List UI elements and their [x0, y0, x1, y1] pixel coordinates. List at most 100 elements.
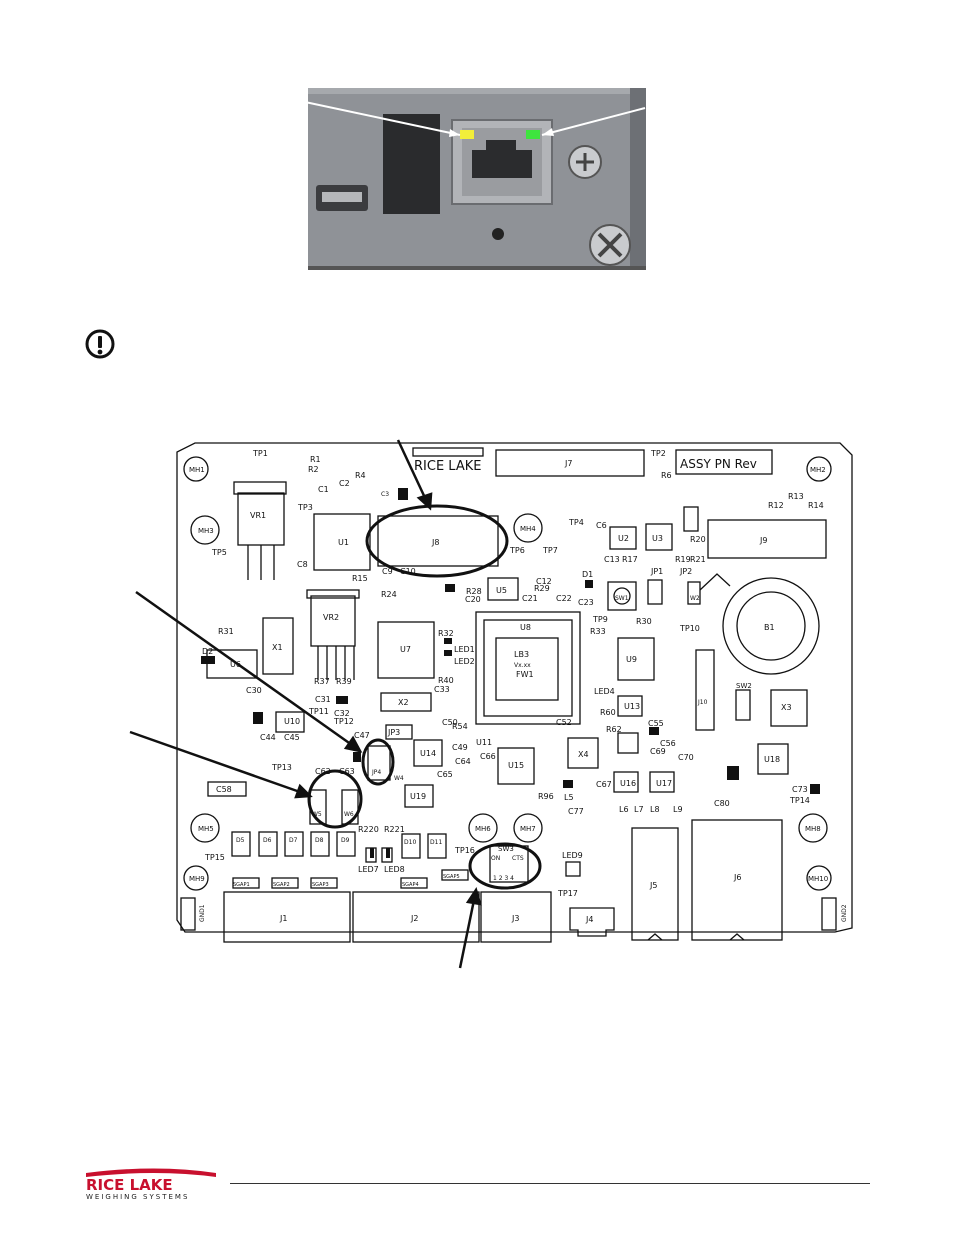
label-tp6: TP6: [509, 546, 525, 555]
label-u9: U9: [626, 655, 637, 664]
label-d2: D2: [202, 647, 213, 656]
label-j1: J1: [279, 914, 287, 923]
led-yellow-indicator: [460, 130, 474, 139]
label-w6: W6: [344, 811, 354, 818]
label-r33: R33: [590, 627, 606, 636]
label-jp4: JP4: [371, 769, 381, 776]
label-sw1: SW1: [615, 595, 629, 602]
label-j4: J4: [585, 915, 593, 924]
label-led7: LED7: [358, 865, 379, 874]
label-sw3: SW3: [498, 845, 514, 853]
label-tp5: TP5: [211, 548, 227, 557]
label-tp1: TP1: [252, 449, 268, 458]
label-r29: R29: [534, 584, 550, 593]
label-c20: C20: [465, 595, 481, 604]
board-outline: [176, 442, 853, 933]
label-c33: C33: [434, 685, 450, 694]
label-u16: U16: [620, 779, 636, 788]
label-jp1: JP1: [650, 567, 663, 576]
label-lb3-ver: Vx.xx: [514, 662, 531, 669]
label-r4: R4: [355, 471, 366, 480]
label-j6: J6: [733, 873, 741, 882]
reset-hole: [492, 228, 504, 240]
label-r37: R37: [314, 677, 330, 686]
label-mh9: MH9: [189, 875, 205, 883]
label-mh7: MH7: [520, 825, 536, 833]
label-c21: C21: [522, 594, 538, 603]
label-c9: C9: [382, 567, 393, 576]
label-jp2: JP2: [679, 567, 692, 576]
label-d9: D9: [341, 837, 350, 844]
label-led9: LED9: [562, 851, 583, 860]
label-mh2: MH2: [810, 466, 826, 474]
label-r32: R32: [438, 629, 454, 638]
label-r221: R221: [384, 825, 405, 834]
label-lb3-fw: FW1: [516, 670, 534, 679]
label-tp10: TP10: [679, 624, 700, 633]
label-mh5: MH5: [198, 825, 214, 833]
label-tp9: TP9: [592, 615, 608, 624]
label-r6: R6: [661, 471, 672, 480]
label-sw2: SW2: [736, 682, 752, 690]
label-w2: W2: [690, 595, 700, 602]
label-c23: C23: [578, 598, 594, 607]
label-d1: D1: [582, 570, 593, 579]
label-mh3: MH3: [198, 527, 214, 535]
label-r20: R20: [690, 535, 706, 544]
label-l8: L8: [650, 805, 660, 814]
label-u7: U7: [400, 645, 411, 654]
ethernet-port-photo: [304, 88, 646, 270]
label-r17: R17: [622, 555, 638, 564]
label-d7: D7: [289, 837, 298, 844]
label-c67: C67: [596, 780, 612, 789]
rice-lake-logo: RICE LAKE WEIGHING SYSTEMS: [86, 1168, 216, 1201]
label-u17: U17: [656, 779, 672, 788]
label-l6: L6: [619, 805, 629, 814]
label-u19: U19: [410, 792, 426, 801]
led-green-indicator: [526, 130, 540, 139]
label-c44: C44: [260, 733, 276, 742]
label-vr2: VR2: [323, 613, 339, 622]
label-l9: L9: [673, 805, 683, 814]
label-d5: D5: [236, 837, 245, 844]
label-c6: C6: [596, 521, 607, 530]
label-sgap2: SGAP2: [273, 882, 290, 888]
label-j7: J7: [564, 459, 572, 468]
label-sw3-cts: CTS: [512, 855, 524, 862]
label-u11: U11: [476, 738, 492, 747]
label-r28: R28: [466, 587, 482, 596]
label-lb3: LB3: [514, 650, 529, 659]
label-r54: R54: [452, 722, 468, 731]
logo-tagline: WEIGHING SYSTEMS: [86, 1193, 189, 1201]
label-c31: C31: [315, 695, 331, 704]
label-u10: U10: [284, 717, 300, 726]
label-j10: J10: [697, 699, 708, 706]
label-tp14: TP14: [789, 796, 810, 805]
label-x2: X2: [398, 698, 409, 707]
label-c64: C64: [455, 757, 471, 766]
label-d10: D10: [404, 839, 416, 846]
label-u3: U3: [652, 534, 663, 543]
label-tp15: TP15: [204, 853, 225, 862]
label-vr1: VR1: [250, 511, 266, 520]
label-c52: C52: [556, 718, 572, 727]
label-u8: U8: [520, 623, 531, 632]
label-c10: C10: [400, 567, 416, 576]
label-jp3: JP3: [387, 728, 400, 737]
label-d6: D6: [263, 837, 272, 844]
label-sgap4: SGAP4: [402, 882, 419, 888]
label-x4: X4: [578, 750, 589, 759]
logo-wordmark: RICE LAKE: [86, 1176, 173, 1194]
label-gnd1: GND1: [199, 904, 206, 922]
label-r24: R24: [381, 590, 397, 599]
label-x1: X1: [272, 643, 283, 652]
label-c12: C12: [536, 577, 552, 586]
label-r220: R220: [358, 825, 379, 834]
label-c69: C69: [650, 747, 666, 756]
label-tp4: TP4: [568, 518, 584, 527]
label-tp11: TP11: [308, 707, 329, 716]
label-r62: R62: [606, 725, 622, 734]
screw-icon: [568, 145, 602, 179]
label-sgap1: SGAP1: [233, 882, 250, 888]
label-c1: C1: [318, 485, 329, 494]
